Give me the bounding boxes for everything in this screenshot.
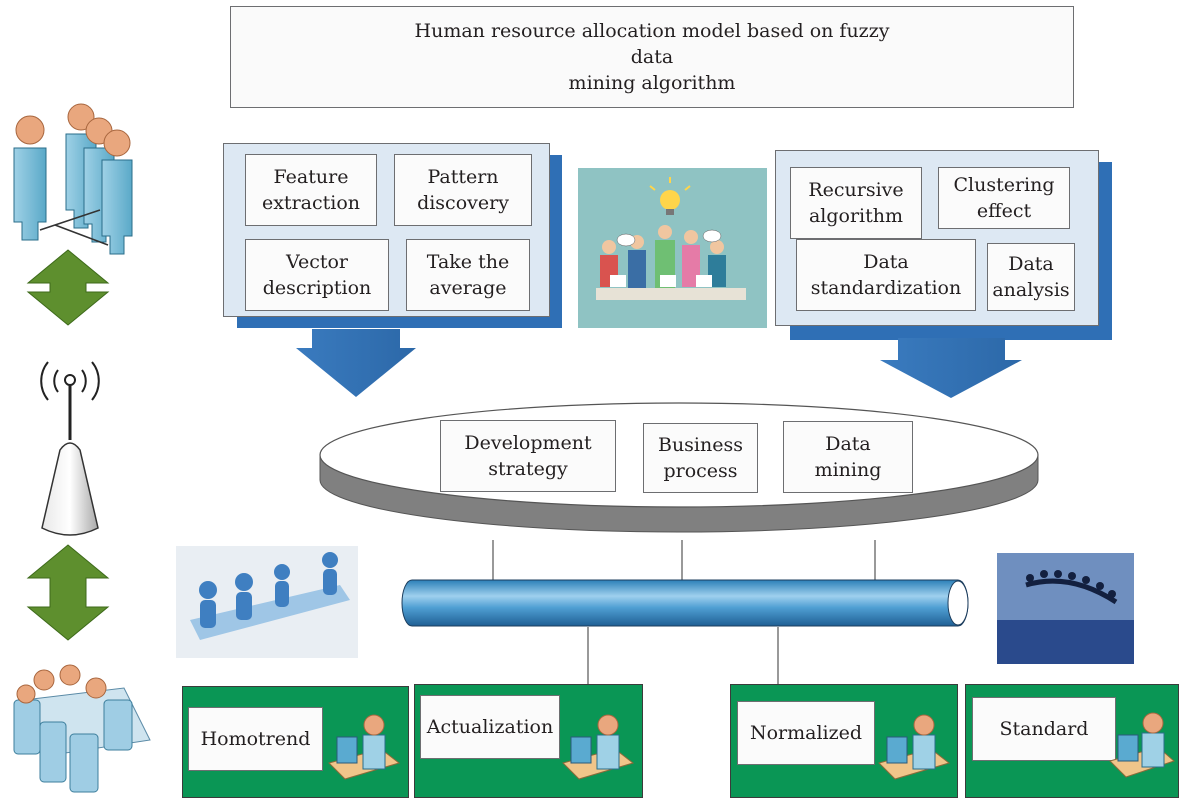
operator-workstation-icon bbox=[1109, 712, 1175, 778]
connector-lines bbox=[492, 540, 876, 689]
output-label: Normalized bbox=[737, 701, 875, 765]
idea-team-image bbox=[578, 168, 767, 328]
output-label: Actualization bbox=[420, 695, 560, 759]
double-arrow-icon bbox=[26, 544, 110, 641]
output-box-actualization: Actualization bbox=[414, 684, 643, 798]
meeting-table-icon bbox=[13, 664, 151, 793]
right-down-arrow bbox=[880, 338, 1022, 398]
output-label: Homotrend bbox=[188, 707, 323, 771]
title-box: Human resource allocation model based on… bbox=[230, 6, 1074, 108]
pipe bbox=[401, 579, 969, 627]
human-chain-image bbox=[997, 553, 1134, 664]
operator-workstation-icon bbox=[878, 714, 951, 780]
output-box-standard: Standard bbox=[965, 684, 1179, 798]
diagram-title: Human resource allocation model based on… bbox=[414, 20, 890, 94]
output-label: Standard bbox=[972, 697, 1116, 761]
output-box-homotrend: Homotrend bbox=[182, 686, 409, 798]
antenna-icon bbox=[40, 361, 100, 536]
operator-workstation-icon bbox=[562, 714, 635, 780]
people-group-icon bbox=[13, 103, 133, 255]
output-box-normalized: Normalized bbox=[730, 684, 958, 798]
left-down-arrow bbox=[296, 329, 416, 397]
puzzle-people-image bbox=[176, 546, 358, 658]
double-arrow-icon bbox=[26, 249, 110, 326]
operator-workstation-icon bbox=[328, 714, 401, 780]
